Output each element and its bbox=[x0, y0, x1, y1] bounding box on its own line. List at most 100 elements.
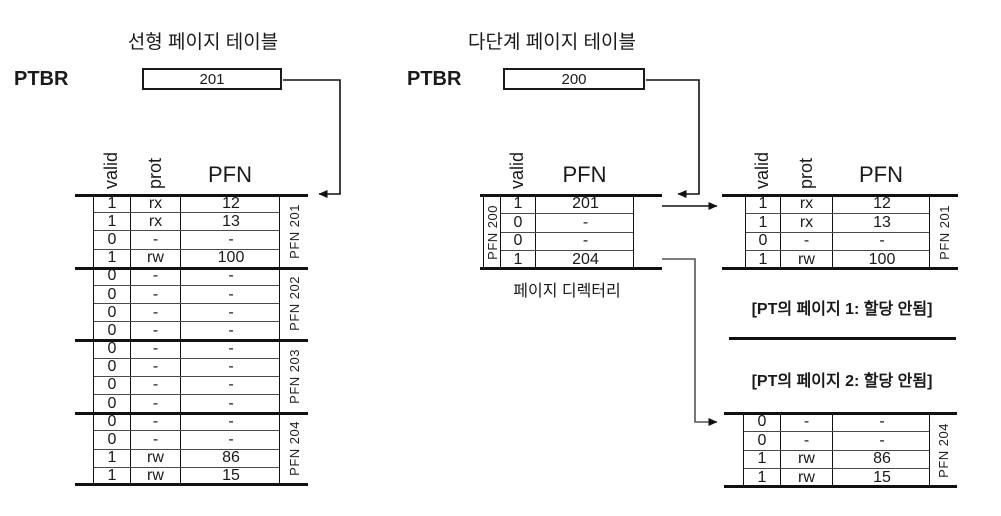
cell: 86 bbox=[222, 449, 240, 467]
cell: - bbox=[879, 431, 885, 449]
cell: 1 bbox=[94, 449, 131, 467]
directory-entry-204-arrow bbox=[662, 258, 718, 426]
cell: - bbox=[131, 285, 181, 304]
pfn-group-label: PFN 203 bbox=[280, 340, 308, 413]
pfn-group-label: PFN 201 bbox=[930, 195, 958, 269]
cell: 1 bbox=[94, 195, 131, 213]
cell: 1 bbox=[94, 249, 131, 267]
ptbr-right-label: PTBR bbox=[407, 68, 462, 90]
pt-page-2-unallocated-note: [PT의 페이지 2: 할당 안됨] bbox=[751, 373, 933, 390]
cell: - bbox=[781, 413, 833, 431]
cell: - bbox=[131, 395, 181, 413]
cell: 1 bbox=[94, 467, 131, 485]
group-separator-line bbox=[75, 412, 308, 415]
pfn-group-label-text: PFN 201 bbox=[936, 204, 952, 260]
pfn-group-label-text: PFN 204 bbox=[936, 422, 951, 478]
cell: 0 bbox=[94, 285, 131, 304]
cell: 86 bbox=[873, 450, 891, 468]
pfn-group-label-text: PFN 200 bbox=[484, 204, 500, 260]
cell: 204 bbox=[572, 251, 599, 269]
cell: 15 bbox=[222, 467, 240, 485]
column-header-text: prot bbox=[144, 157, 165, 189]
cell: 0 bbox=[94, 376, 131, 395]
cell: rx bbox=[781, 195, 833, 213]
page-separator-line bbox=[729, 337, 956, 340]
linear-page-table-title: 선형 페이지 테이블 bbox=[127, 32, 279, 53]
cell: - bbox=[879, 232, 885, 250]
cell: - bbox=[582, 232, 589, 250]
cell: - bbox=[228, 303, 234, 321]
table-row: 0-- bbox=[746, 231, 929, 251]
cell: - bbox=[228, 321, 234, 339]
cell: 100 bbox=[217, 249, 245, 267]
column-header-pfn: PFN bbox=[859, 162, 903, 187]
column-header-text: valid bbox=[507, 151, 527, 189]
cell: 12 bbox=[873, 194, 891, 212]
column-header-pfn: PFN bbox=[208, 162, 252, 187]
table-row: 0-- bbox=[94, 230, 279, 249]
group-separator-line bbox=[724, 412, 957, 415]
cell: - bbox=[131, 431, 181, 449]
group-separator-line bbox=[480, 194, 662, 197]
table-row: 0-- bbox=[94, 321, 279, 340]
ptbr-left-value: 201 bbox=[199, 70, 225, 88]
cell: 1 bbox=[746, 213, 781, 232]
cell: 15 bbox=[873, 469, 891, 487]
group-separator-line bbox=[724, 485, 957, 488]
cell: - bbox=[131, 376, 181, 395]
group-separator-line bbox=[75, 267, 308, 270]
cell: - bbox=[228, 230, 234, 248]
cell: 1 bbox=[744, 469, 781, 487]
table-row: 0-- bbox=[94, 375, 279, 395]
cell: rw bbox=[781, 251, 833, 269]
cell: - bbox=[131, 413, 181, 431]
cell: 0 bbox=[501, 232, 536, 251]
table-row: 0- bbox=[501, 231, 633, 251]
cell: rw bbox=[131, 249, 181, 267]
cell: rx bbox=[781, 213, 833, 232]
cell: rw bbox=[131, 449, 181, 467]
cell: 0 bbox=[501, 213, 536, 232]
column-header-text: valid bbox=[101, 151, 121, 189]
pfn-group-label-text: PFN 201 bbox=[286, 203, 302, 259]
group-separator-line bbox=[480, 267, 662, 270]
cell: - bbox=[228, 431, 234, 449]
cell: rw bbox=[131, 467, 181, 485]
cell: - bbox=[228, 358, 234, 376]
cell: 1 bbox=[501, 251, 536, 269]
page-directory-caption: 페이지 디렉터리 bbox=[513, 283, 621, 300]
column-header-text: prot bbox=[795, 157, 816, 189]
cell: - bbox=[131, 322, 181, 340]
table-row: 0-- bbox=[94, 430, 279, 449]
pfn-group-label: PFN 204 bbox=[930, 413, 957, 487]
column-header-valid: valid bbox=[100, 152, 124, 189]
multilevel-page-table-title: 다단계 페이지 테이블 bbox=[468, 32, 636, 53]
cell: rw bbox=[781, 450, 833, 469]
cell: - bbox=[131, 231, 181, 249]
cell: 100 bbox=[868, 251, 896, 269]
table-row: 0-- bbox=[94, 339, 279, 358]
pfn-group-label-text: PFN 202 bbox=[286, 276, 302, 332]
cell: 0 bbox=[94, 413, 131, 431]
pt-page-1-unallocated-note: [PT의 페이지 1: 할당 안됨] bbox=[751, 301, 933, 318]
table-row: 0-- bbox=[94, 357, 279, 376]
group-separator-line bbox=[722, 194, 958, 197]
group-separator-line bbox=[75, 339, 308, 342]
pfn-group-label: PFN 204 bbox=[280, 413, 308, 486]
column-header-prot: prot bbox=[794, 158, 818, 189]
cell: - bbox=[781, 431, 833, 450]
cell: rx bbox=[131, 195, 181, 213]
table-row: 0-- bbox=[94, 394, 279, 413]
cell: rx bbox=[131, 213, 181, 231]
